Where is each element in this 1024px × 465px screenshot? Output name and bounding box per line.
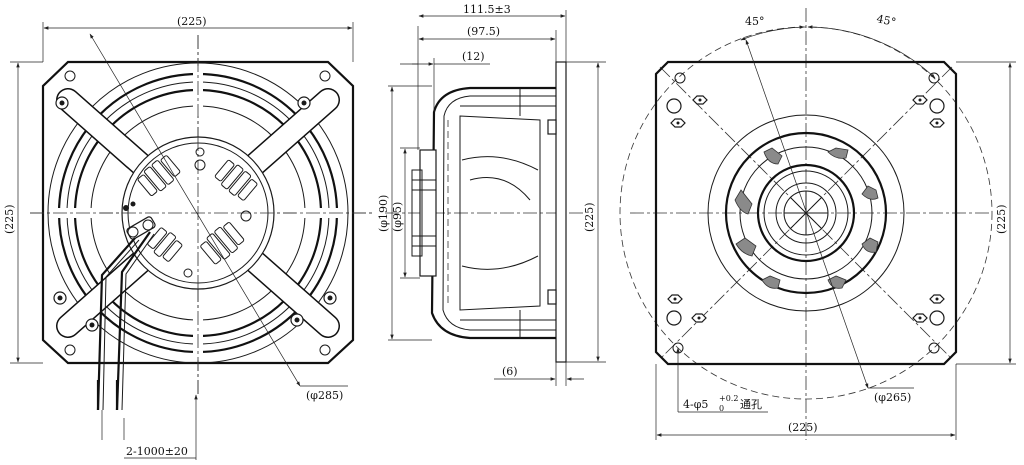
side-flange-label: (6)	[502, 365, 518, 378]
rear-height-label: (225)	[995, 204, 1008, 234]
rear-angle-right-label: 45°	[875, 12, 897, 29]
rear-mounting-hardware	[666, 72, 945, 354]
rear-hub-spokes	[784, 191, 828, 235]
rear-angle-left-label: 45°	[745, 15, 765, 28]
side-flange-plate	[555, 61, 567, 363]
side-impeller-body	[459, 115, 541, 311]
side-depth3-label: (12)	[462, 50, 485, 63]
front-frame-outline	[41, 60, 355, 365]
side-impeller-blade-bottom	[461, 255, 539, 270]
front-view: (225) (225) (φ285) 2-1000±20	[3, 15, 372, 460]
rear-angle-arc-right	[807, 25, 936, 79]
side-impeller-blade-top	[461, 156, 539, 171]
front-hub-rivet-left	[123, 205, 129, 211]
rear-view: 45° 45° (φ265) 4-φ5 +0.2 0 通孔 (225) (225…	[619, 8, 1016, 440]
front-dia285-leader	[89, 33, 301, 387]
side-housing-inner	[442, 95, 556, 331]
side-flange-tab-bottom	[547, 289, 557, 305]
side-motor-block	[419, 149, 437, 277]
rear-hole-label-suffix: 通孔	[740, 398, 762, 411]
rear-angle-arc-left	[740, 25, 805, 41]
side-shaft-stub	[411, 169, 423, 257]
rear-hole-label: 4-φ5	[683, 398, 708, 411]
front-cable-label: 2-1000±20	[126, 445, 188, 458]
rear-hole-label-prefix: 4-φ5	[683, 398, 708, 411]
front-dia285-label: (φ285)	[306, 389, 343, 402]
front-ring-gap-left	[50, 208, 100, 218]
side-motor-ribs	[412, 179, 436, 247]
rear-dia265-label: (φ265)	[874, 391, 911, 404]
rear-bolt-circle	[619, 26, 993, 400]
side-view: 111.5±3 (97.5) (12) (φ190) (φ95) (225) (…	[377, 3, 606, 386]
rear-dia265-leader	[745, 39, 869, 389]
front-hub-rivet-mid	[130, 201, 136, 207]
side-flange-tab-top	[547, 119, 557, 135]
side-height-label: (225)	[583, 202, 596, 232]
side-depth-label: 111.5±3	[463, 3, 511, 16]
rear-hole-tol-lower: 0	[719, 404, 724, 413]
rear-plate-outline	[654, 60, 958, 366]
side-dia95-label: (φ95)	[391, 202, 404, 232]
front-width-label: (225)	[177, 15, 207, 28]
front-ring-gap-right	[296, 208, 346, 218]
side-dia190-label: (φ190)	[377, 195, 390, 232]
front-height-label: (225)	[3, 204, 16, 234]
side-impeller-blade-mid	[469, 177, 531, 201]
side-depth2-label: (97.5)	[467, 25, 500, 38]
rear-hole-tol-upper: +0.2	[719, 394, 738, 403]
rear-width-label: (225)	[788, 421, 818, 434]
